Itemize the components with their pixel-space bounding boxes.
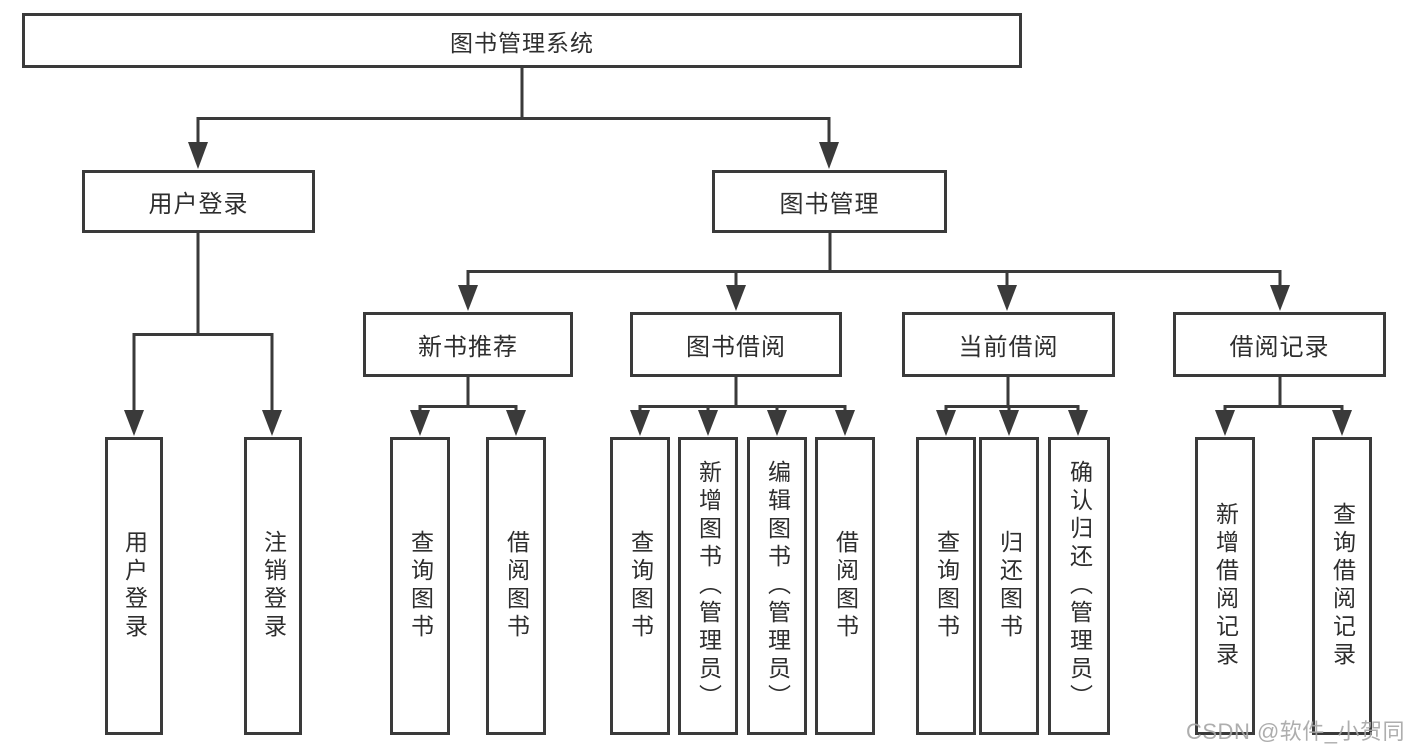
leaf-current-return-books: 归还图书 [979, 437, 1039, 735]
node-label: 图书借阅 [686, 334, 786, 361]
leaf-login: 用户登录 [105, 437, 163, 735]
node-book-borrow: 图书借阅 [630, 312, 842, 377]
node-label: 编辑图书（管理员） [764, 460, 791, 712]
node-new-book-recommend: 新书推荐 [363, 312, 573, 377]
node-label: 归还图书 [996, 530, 1023, 642]
watermark-text: CSDN @软件_小贺同学 [1186, 719, 1405, 744]
node-label: 注销登录 [260, 530, 287, 642]
node-root: 图书管理系统 [22, 13, 1022, 68]
leaf-borrow-add-books-admin: 新增图书（管理员） [678, 437, 738, 735]
leaf-records-add-record: 新增借阅记录 [1195, 437, 1255, 735]
leaf-current-query-books: 查询图书 [916, 437, 976, 735]
leaf-current-confirm-return-admin: 确认归还（管理员） [1048, 437, 1110, 735]
node-label: 借阅记录 [1229, 334, 1330, 361]
node-label: 新增借阅记录 [1212, 502, 1239, 670]
node-label: 图书管理系统 [450, 29, 594, 56]
node-user-login: 用户登录 [82, 170, 315, 233]
leaf-logout: 注销登录 [244, 437, 302, 735]
node-label: 查询图书 [627, 530, 654, 642]
node-current-borrow: 当前借阅 [902, 312, 1115, 377]
node-label: 新增图书（管理员） [695, 460, 722, 712]
node-label: 图书管理 [779, 191, 880, 218]
leaf-newrec-borrow-books: 借阅图书 [486, 437, 546, 735]
leaf-borrow-query-books: 查询图书 [610, 437, 670, 735]
node-label: 新书推荐 [418, 334, 518, 361]
node-label: 借阅图书 [503, 530, 530, 642]
leaf-records-query-record: 查询借阅记录 [1312, 437, 1372, 735]
leaf-borrow-edit-books-admin: 编辑图书（管理员） [747, 437, 807, 735]
node-label: 借阅图书 [832, 530, 859, 642]
node-label: 用户登录 [121, 530, 148, 642]
leaf-newrec-query-books: 查询图书 [390, 437, 450, 735]
node-book-management: 图书管理 [712, 170, 947, 233]
node-label: 查询借阅记录 [1329, 502, 1356, 670]
leaf-borrow-borrow-books: 借阅图书 [815, 437, 875, 735]
node-borrow-records: 借阅记录 [1173, 312, 1386, 377]
node-label: 确认归还（管理员） [1066, 460, 1093, 712]
node-label: 用户登录 [148, 191, 249, 218]
node-label: 查询图书 [407, 530, 434, 642]
arrowheads [124, 142, 1352, 436]
node-label: 当前借阅 [958, 334, 1059, 361]
node-label: 查询图书 [933, 530, 960, 642]
